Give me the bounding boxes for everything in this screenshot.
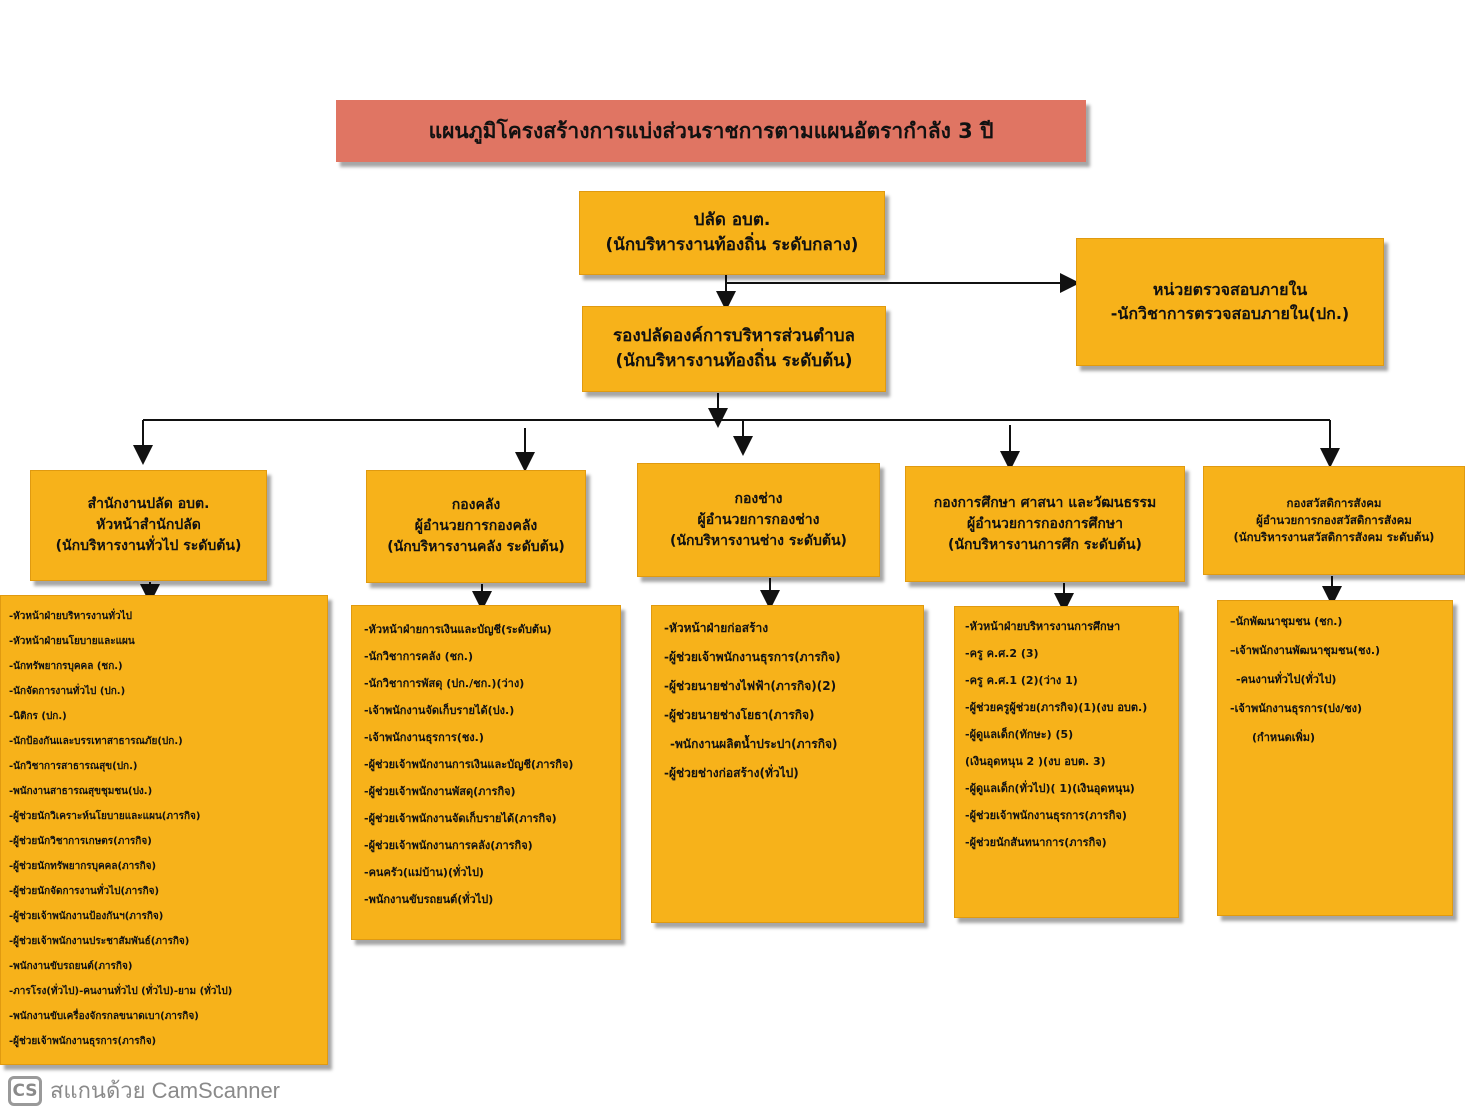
dept-name: กองช่าง <box>734 490 783 507</box>
deputy-box: รองปลัดองค์การบริหารส่วนตำบล (นักบริหารง… <box>582 306 886 392</box>
dept-name: กองคลัง <box>451 497 501 513</box>
list-item: -ภารโรง(ทั่วไป)-คนงานทั่วไป (ทั่วไป)-ยาม… <box>9 986 233 997</box>
list-item: -นักป้องกันและบรรเทาสาธารณภัย(ปก.) <box>9 736 183 747</box>
list-item: -นักทรัพยากรบุคคล (ชก.) <box>9 661 123 672</box>
list-item: -หัวหน้าฝ่ายบริหารงานทั่วไป <box>9 611 132 622</box>
dept-head: ผู้อำนวยการกองสวัสดิการสังคม <box>1256 512 1412 527</box>
list-item: -หัวหน้าฝ่ายการเงินและบัญชี(ระดับต้น) <box>364 623 552 636</box>
dept-name: สำนักงานปลัด อบต. <box>87 496 210 512</box>
list-item: -ผู้ช่วยครูผู้ช่วย(ภารกิจ)(1)(งบ อบต.) <box>965 701 1148 714</box>
staff-list-welfare: –นักพัฒนาชุมชน (ชก.) –เจ้าพนักงานพัฒนาชุ… <box>1217 600 1453 916</box>
list-item: -ผู้ช่วยนักทรัพยากรบุคคล(ภารกิจ) <box>9 861 157 872</box>
list-item: -ผู้ช่วยเจ้าพนักงานจัดเก็บรายได้(ภารกิจ) <box>364 812 557 825</box>
list-item: -นักวิชาการคลัง (ชก.) <box>364 650 473 663</box>
dept-level: (นักบริหารงานช่าง ระดับต้น) <box>670 532 847 549</box>
chart-title: แผนภูมิโครงสร้างการแบ่งส่วนราชการตามแผนอ… <box>336 100 1086 162</box>
list-item: -หัวหน้าฝ่ายก่อสร้าง <box>664 621 769 635</box>
list-item: –เจ้าพนักงานพัฒนาชุมชน(ชง.) <box>1230 644 1381 657</box>
list-item: -ผู้ช่วยเจ้าพนักงานธุรการ(ภารกิจ) <box>664 650 841 664</box>
list-item: -พนักงานขับรถยนต์(ภารกิจ) <box>9 961 133 972</box>
list-item: -ผู้ดูแลเด็ก(ทั่วไป)( 1)(เงินอุดหนุน) <box>965 782 1135 795</box>
list-item: -ผู้ช่วยช่างก่อสร้าง(ทั่วไป) <box>664 766 799 780</box>
list-item: -ผู้ช่วยเจ้าพนักงานประชาสัมพันธ์(ภารกิจ) <box>9 936 190 947</box>
list-item: (เงินอุดหนุน 2 )(งบ อบต. 3) <box>965 755 1106 768</box>
list-item: -ผู้ช่วยเจ้าพนักงานป้องกันฯ(ภารกิจ) <box>9 911 164 922</box>
list-item: -นิติกร (ปก.) <box>9 711 67 722</box>
dept-head: ผู้อำนวยการกองการศึกษา <box>967 515 1123 532</box>
dept-box-welfare: กองสวัสดิการสังคม ผู้อำนวยการกองสวัสดิกา… <box>1203 466 1465 575</box>
dept-level: (นักบริหารงานการศึก ระดับต้น) <box>948 536 1142 553</box>
staff-list-finance: -หัวหน้าฝ่ายการเงินและบัญชี(ระดับต้น) -น… <box>351 605 621 940</box>
chief-administrator-box: ปลัด อบต. (นักบริหารงานท้องถิ่น ระดับกลา… <box>579 191 885 275</box>
list-item: –นักพัฒนาชุมชน (ชก.) <box>1230 615 1343 628</box>
dept-head: หัวหน้าสำนักปลัด <box>96 517 201 533</box>
list-item: -ผู้ช่วยนักวิเคราะห์นโยบายและแผน(ภารกิจ) <box>9 811 201 822</box>
list-item: -ผู้ช่วยนายช่างโยธา(ภารกิจ) <box>664 708 815 722</box>
list-item: -ผู้ช่วยนักจัดการงานทั่วไป(ภารกิจ) <box>9 886 160 897</box>
dept-level: (นักบริหารงานสวัสดิการสังคม ระดับต้น) <box>1233 530 1435 545</box>
list-item: (กำหนดเพิ่ม) <box>1252 731 1316 744</box>
list-item: -ผู้ดูแลเด็ก(ทักษะ) (5) <box>965 728 1074 741</box>
camscanner-logo-icon: CS <box>8 1075 42 1106</box>
list-item: -ผู้ช่วยนายช่างไฟฟ้า(ภารกิจ)(2) <box>664 679 837 693</box>
dept-box-engineering: กองช่าง ผู้อำนวยการกองช่าง (นักบริหารงาน… <box>637 463 880 577</box>
chief-level: (นักบริหารงานท้องถิ่น ระดับกลาง) <box>605 235 859 255</box>
audit-title: หน่วยตรวจสอบภายใน <box>1152 280 1308 299</box>
list-item: -ครู ค.ศ.2 (3) <box>965 647 1039 660</box>
chief-title: ปลัด อบต. <box>693 209 771 230</box>
list-item: -ผู้ช่วยเจ้าพนักงานธุรการ(ภารกิจ) <box>9 1036 157 1047</box>
list-item: -ผู้ช่วยเจ้าพนักงานธุรการ(ภารกิจ) <box>965 809 1127 822</box>
list-item: -นักวิชาการพัสดุ (ปก./ชก.)(ว่าง) <box>364 677 525 690</box>
list-item: -หัวหน้าฝ่ายนโยบายและแผน <box>9 636 135 647</box>
list-item: -พนักงานขับรถยนต์(ทั่วไป) <box>364 893 494 906</box>
list-item: -เจ้าพนักงานจัดเก็บรายได้(ปง.) <box>364 704 515 717</box>
list-item: -ผู้ช่วยเจ้าพนักงานการเงินและบัญชี(ภารกิ… <box>364 758 574 771</box>
dept-level: (นักบริหารงานทั่วไป ระดับต้น) <box>55 538 242 554</box>
chart-title-text: แผนภูมิโครงสร้างการแบ่งส่วนราชการตามแผนอ… <box>428 118 994 143</box>
list-item: -หัวหน้าฝ่ายบริหารงานการศึกษา <box>965 620 1121 633</box>
list-item: -พนักงานสาธารณสุขชุมชน(ปง.) <box>9 786 153 797</box>
list-item: -เจ้าพนักงานธุรการ(ปง/ชง) <box>1230 702 1363 715</box>
list-item: -ผู้ช่วยเจ้าพนักงานการคลัง(ภารกิจ) <box>364 839 533 852</box>
list-item: -นักวิชาการสาธารณสุข(ปก.) <box>9 761 138 772</box>
list-item: -ผู้ช่วยนักวิชาการเกษตร(ภารกิจ) <box>9 836 152 847</box>
dept-box-finance: กองคลัง ผู้อำนวยการกองคลัง (นักบริหารงาน… <box>366 470 586 583</box>
dept-name: กองการศึกษา ศาสนา และวัฒนธรรม <box>933 494 1157 511</box>
staff-list-engineering: -หัวหน้าฝ่ายก่อสร้าง -ผู้ช่วยเจ้าพนักงาน… <box>651 605 924 923</box>
list-item: -ผู้ช่วยนักสันทนาการ(ภารกิจ) <box>965 836 1107 849</box>
audit-staff: -นักวิชาการตรวจสอบภายใน(ปก.) <box>1110 304 1350 323</box>
list-item: -นักจัดการงานทั่วไป (ปก.) <box>9 686 126 697</box>
dept-name: กองสวัสดิการสังคม <box>1286 495 1382 510</box>
dept-head: ผู้อำนวยการกองคลัง <box>414 518 538 534</box>
staff-list-education: -หัวหน้าฝ่ายบริหารงานการศึกษา -ครู ค.ศ.2… <box>954 606 1179 918</box>
list-item: -เจ้าพนักงานธุรการ(ชง.) <box>364 731 484 744</box>
list-item: -คนงานทั่วไป(ทั่วไป) <box>1236 673 1337 686</box>
list-item: -พนักงานขับเครื่องจักรกลขนาดเบา(ภารกิจ) <box>9 1011 199 1022</box>
list-item: -พนักงานผลิตน้ำประปา(ภารกิจ) <box>670 737 838 751</box>
list-item: -คนครัว(แม่บ้าน)(ทั่วไป) <box>364 866 484 879</box>
staff-list-office: -หัวหน้าฝ่ายบริหารงานทั่วไป -หัวหน้าฝ่าย… <box>0 595 328 1065</box>
camscanner-watermark: CS สแกนด้วย CamScanner <box>8 1073 280 1108</box>
list-item: -ครู ค.ศ.1 (2)(ว่าง 1) <box>965 674 1078 687</box>
deputy-title: รองปลัดองค์การบริหารส่วนตำบล <box>613 325 855 346</box>
dept-box-education: กองการศึกษา ศาสนา และวัฒนธรรม ผู้อำนวยกา… <box>905 466 1185 582</box>
dept-box-office: สำนักงานปลัด อบต. หัวหน้าสำนักปลัด (นักบ… <box>30 470 267 581</box>
dept-level: (นักบริหารงานคลัง ระดับต้น) <box>387 539 565 555</box>
camscanner-text: สแกนด้วย CamScanner <box>50 1078 281 1103</box>
dept-head: ผู้อำนวยการกองช่าง <box>697 511 820 528</box>
list-item: -ผู้ช่วยเจ้าพนักงานพัสดุ(ภารกิจ) <box>364 785 516 798</box>
deputy-level: (นักบริหารงานท้องถิ่น ระดับต้น) <box>615 351 853 371</box>
internal-audit-box: หน่วยตรวจสอบภายใน -นักวิชาการตรวจสอบภายใ… <box>1076 238 1384 366</box>
